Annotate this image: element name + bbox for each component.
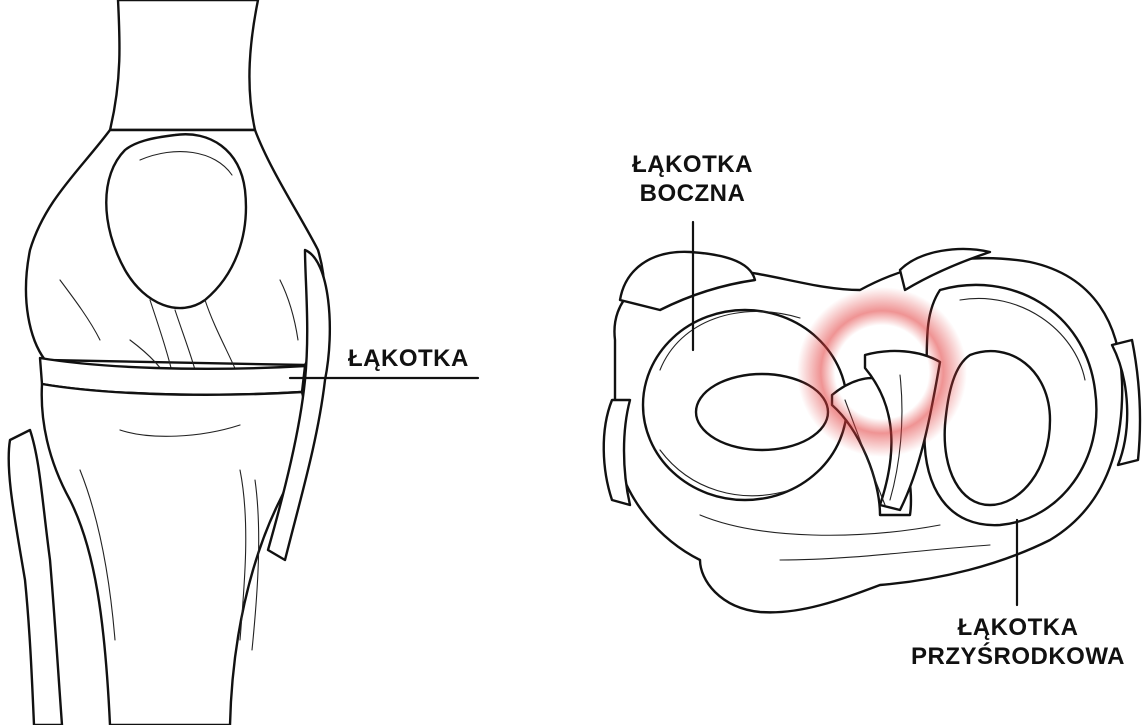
medial-meniscus-label: ŁĄKOTKA PRZYŚRODKOWA	[898, 613, 1138, 671]
medial-meniscus-label-line1: ŁĄKOTKA	[898, 613, 1138, 642]
medial-meniscus-label-line2: PRZYŚRODKOWA	[898, 642, 1138, 671]
lateral-meniscus-label: ŁĄKOTKA BOCZNA	[620, 150, 765, 208]
lateral-meniscus-label-line1: ŁĄKOTKA	[620, 150, 765, 179]
lateral-meniscus-label-line2: BOCZNA	[620, 179, 765, 208]
